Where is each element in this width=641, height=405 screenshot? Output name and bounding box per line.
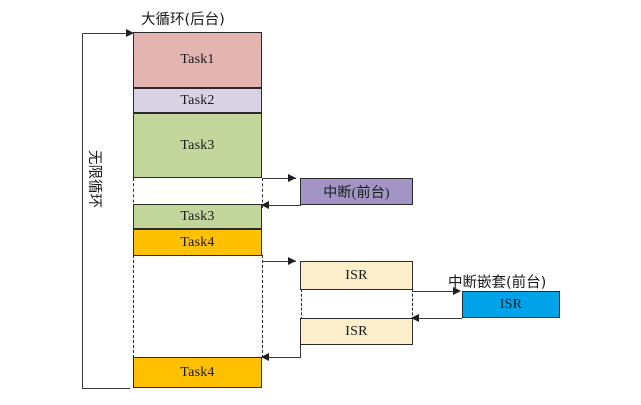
- isr-block-resumed[interactable]: ISR: [300, 318, 413, 345]
- loop-top-arrowhead: [126, 28, 134, 37]
- isr2-return-line: [268, 357, 301, 358]
- dashed-guide-isr-right: [412, 289, 413, 320]
- dashed-guide-isr-left: [301, 289, 302, 320]
- isr2-return-drop: [300, 345, 301, 358]
- isr2-return-arrowhead: [261, 352, 269, 361]
- task-block-task4-first[interactable]: Task4: [133, 229, 262, 256]
- bottom-caption: [232, 396, 472, 405]
- nested-isr-enter-line: [413, 291, 458, 292]
- loop-bottom-segment: [82, 388, 130, 389]
- nested-isr-return-line: [418, 318, 462, 319]
- interrupt-block[interactable]: 中断(前台): [300, 178, 413, 205]
- dashed-guide-right-upper: [262, 178, 263, 208]
- task-block-task1[interactable]: Task1: [133, 32, 262, 88]
- interrupt-enter-arrowhead: [288, 173, 296, 182]
- task-block-task4-resumed[interactable]: Task4: [133, 357, 262, 388]
- task-block-task2[interactable]: Task2: [133, 88, 262, 113]
- background-loop-title: 大循环(后台): [141, 12, 225, 28]
- isr1-enter-arrowhead: [288, 256, 296, 265]
- isr-block-first[interactable]: ISR: [300, 261, 413, 290]
- interrupt-enter-line: [262, 178, 296, 179]
- isr1-enter-line: [262, 261, 296, 262]
- nested-interrupt-title: 中断嵌套(前台): [448, 275, 547, 291]
- loop-top-segment: [82, 33, 130, 34]
- nested-isr-enter-arrowhead: [453, 286, 461, 295]
- interrupt-return-line: [268, 205, 301, 206]
- task-block-task3-first[interactable]: Task3: [133, 113, 262, 178]
- dashed-guide-right-lower: [262, 255, 263, 358]
- dashed-guide-left-lower: [133, 255, 134, 358]
- infinite-loop-label: 无限循环: [86, 150, 102, 208]
- dashed-guide-left-upper: [133, 178, 134, 208]
- interrupt-return-arrowhead: [261, 200, 269, 209]
- nested-isr-block[interactable]: ISR: [462, 291, 560, 318]
- loop-left-spine: [82, 33, 83, 388]
- task-block-task3-resumed[interactable]: Task3: [133, 204, 262, 229]
- nested-isr-return-arrowhead: [411, 313, 419, 322]
